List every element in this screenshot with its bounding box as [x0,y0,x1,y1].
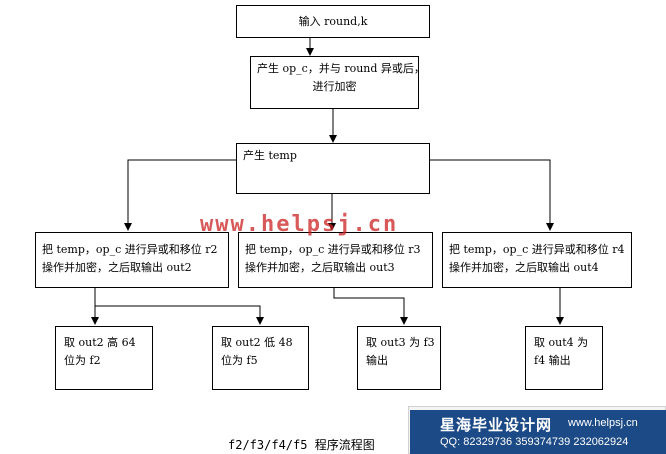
diagram-caption: f2/f3/f4/f5 程序流程图 [228,438,375,452]
node-f4-line-2: f4 输出 [534,354,571,367]
banner-qq-numbers: QQ: 82329736 359374739 232062924 [440,436,629,448]
node-f4: 取 out4 为 f4 输出 [525,326,603,390]
node-f3-line-1: 取 out3 为 f3 [366,336,435,349]
node-generate-op: 产生 op_c，并与 round 异或后， 进行加密 [250,56,425,109]
node-f2: 取 out2 高 64 位为 f2 [55,326,153,390]
node-f3-line-2: 输出 [366,354,388,367]
node-f4-line-1: 取 out4 为 [534,336,589,349]
node-branch-r2-line-2: 操作并加密，之后取输出 out2 [42,261,192,274]
node-f5: 取 out2 低 48 位为 f5 [212,326,309,390]
node-branch-r2-line-1: 把 temp，op_c 进行异或和移位 r2 [42,243,218,256]
node-f5-line-1: 取 out2 低 48 [221,336,293,349]
node-branch-r4-line-1: 把 temp，op_c 进行异或和移位 r4 [449,243,625,256]
edge-temp-to-r2 [124,159,236,231]
node-input: 输入 round,k [236,5,430,38]
watermark-text: www.helpsj.cn [200,212,399,237]
banner-site-name: 星海毕业设计网 [440,416,553,434]
edge-temp-to-r4 [430,159,554,231]
node-generate-temp: 产生 temp [236,143,430,194]
node-f2-line-2: 位为 f2 [64,354,101,367]
node-generate-op-line-1: 产生 op_c，并与 round 异或后， [257,62,425,75]
node-branch-r3-line-1: 把 temp，op_c 进行异或和移位 r3 [245,243,421,256]
banner-site-url[interactable]: www.helpsj.cn [568,417,638,429]
edge-r3-to-f3 [333,288,408,325]
node-branch-r2: 把 temp，op_c 进行异或和移位 r2 操作并加密，之后取输出 out2 [35,232,229,288]
node-generate-op-line-2: 进行加密 [312,80,357,93]
node-branch-r3: 把 temp，op_c 进行异或和移位 r3 操作并加密，之后取输出 out3 [238,232,433,288]
node-f3: 取 out3 为 f3 输出 [357,326,441,390]
node-f5-line-2: 位为 f5 [221,354,258,367]
node-input-line-1: 输入 round,k [298,15,368,28]
node-branch-r4-line-2: 操作并加密，之后取输出 out4 [449,261,599,274]
edge-r2-to-f5 [95,305,264,325]
node-generate-temp-line-1: 产生 temp [243,149,297,162]
site-banner[interactable]: 星海毕业设计网 www.helpsj.cn QQ: 82329736 35937… [410,410,666,454]
node-branch-r3-line-2: 操作并加密，之后取输出 out3 [245,261,395,274]
node-f2-line-1: 取 out2 高 64 [64,336,136,349]
node-branch-r4: 把 temp，op_c 进行异或和移位 r4 操作并加密，之后取输出 out4 [442,232,632,288]
